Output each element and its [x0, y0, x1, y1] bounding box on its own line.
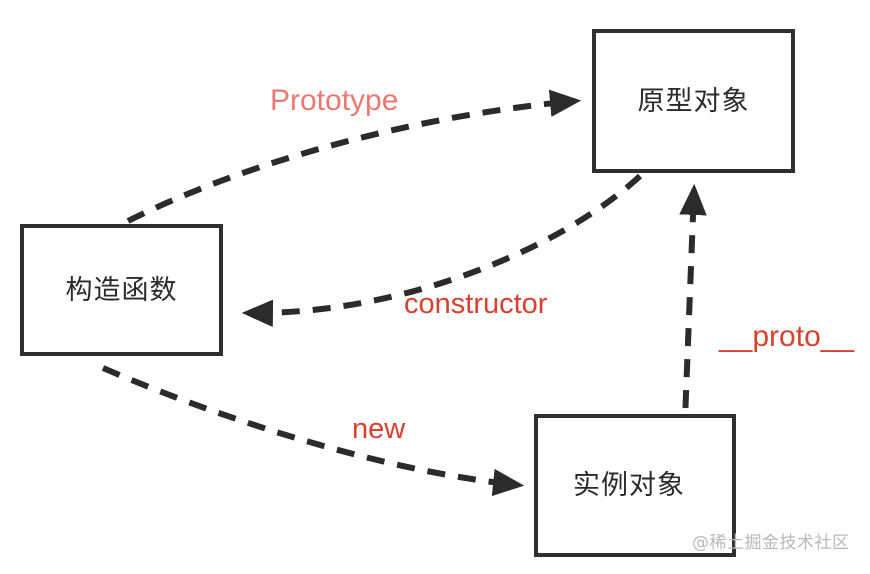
node-constructor-function-label: 构造函数 [65, 274, 178, 306]
edge-label-constructor: constructor [404, 288, 548, 320]
edge-prototype-line [126, 89, 582, 224]
edge-constructor-line [241, 173, 643, 328]
edge-label-prototype: Prototype [270, 84, 399, 117]
watermark: @稀土掘金技术社区 [692, 533, 850, 553]
node-instance-object-label: 实例对象 [573, 470, 685, 501]
node-prototype-object[interactable]: 原型对象 [592, 29, 795, 173]
edge-new-line [101, 365, 525, 497]
edge-label-proto: __proto__ [719, 320, 855, 353]
node-instance-object[interactable]: 实例对象 [534, 414, 736, 557]
edge-label-new: new [352, 413, 406, 445]
node-constructor-function[interactable]: 构造函数 [20, 224, 223, 356]
node-prototype-object-label: 原型对象 [637, 85, 750, 117]
